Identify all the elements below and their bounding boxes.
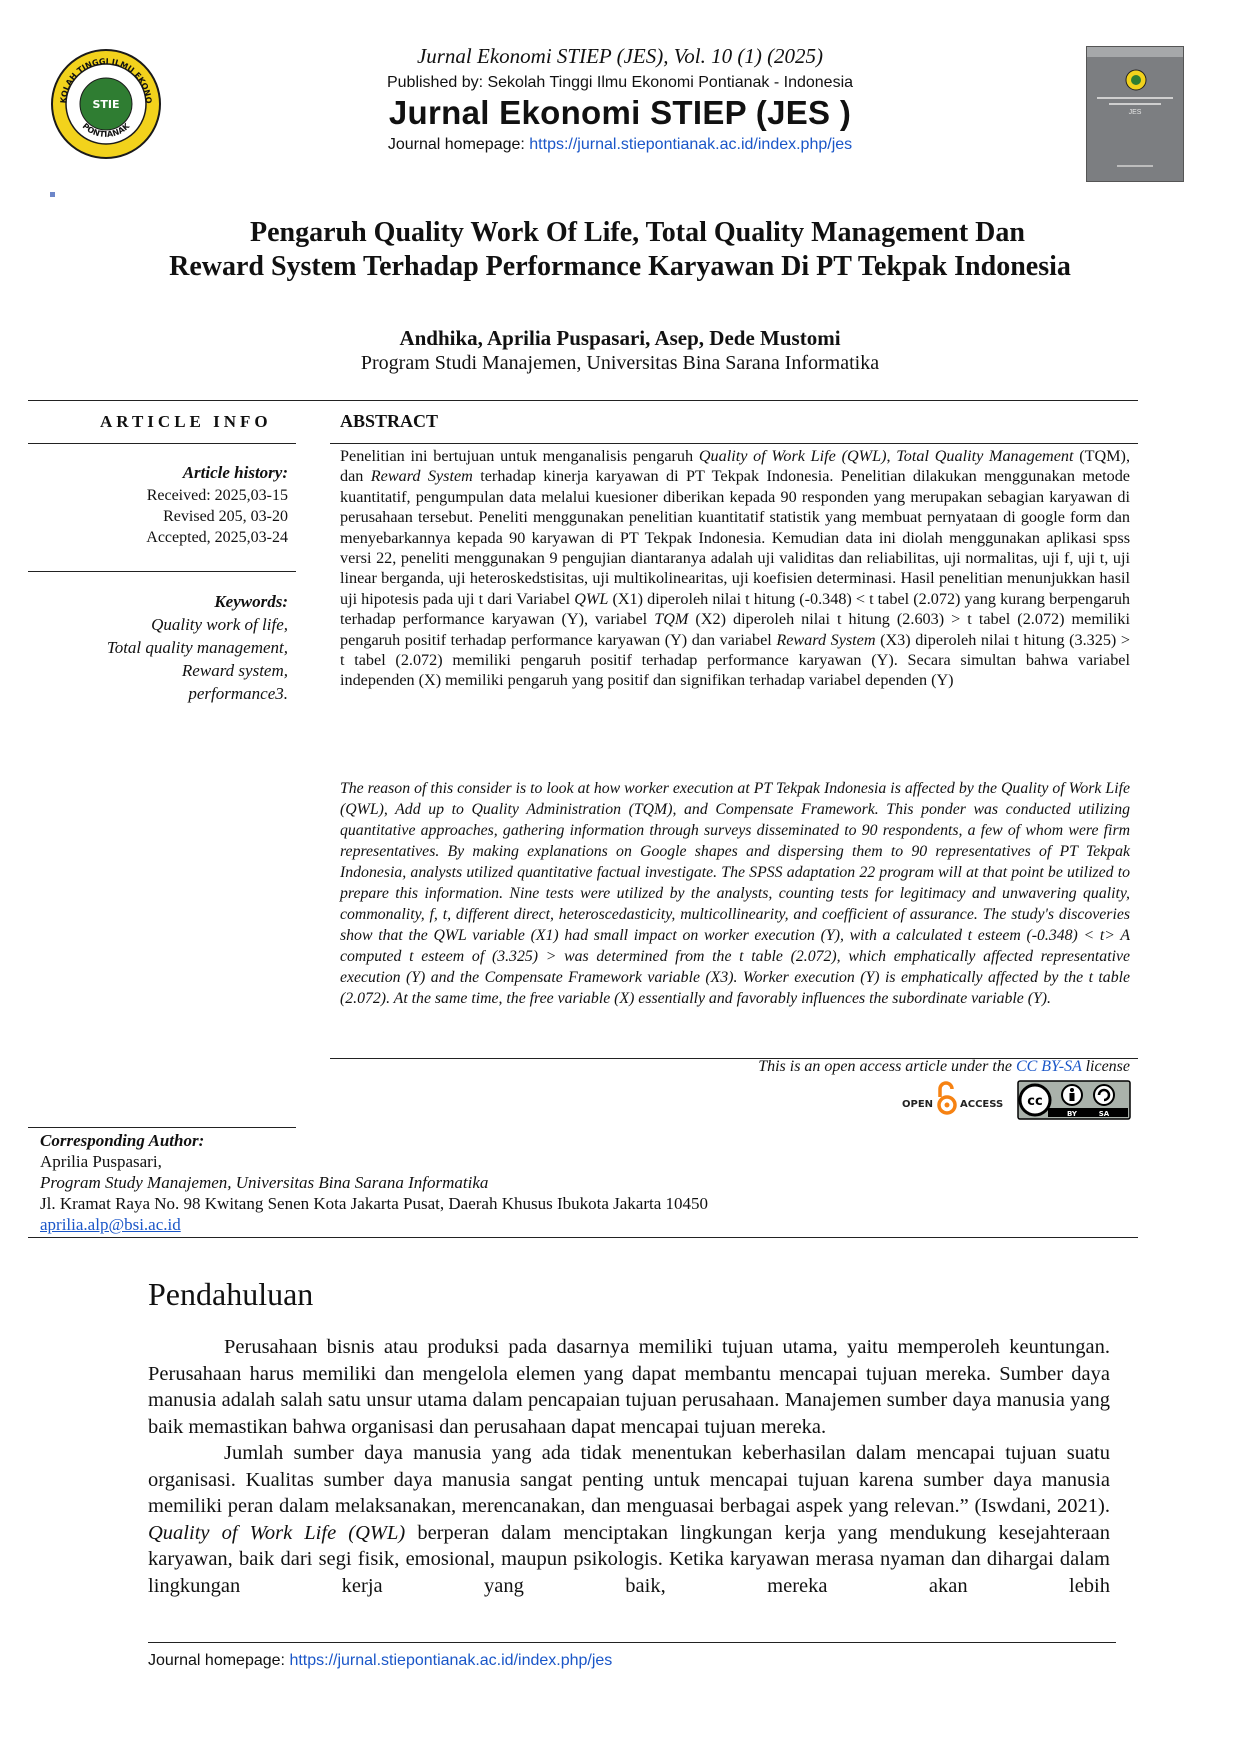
keyword: Total quality management, [106, 638, 288, 657]
svg-text:cc: cc [1027, 1094, 1042, 1109]
cover-emblem-icon [1125, 69, 1147, 91]
rule-left-2 [28, 571, 296, 572]
footer-link[interactable]: https://jurnal.stiepontianak.ac.id/index… [289, 1652, 613, 1669]
abstract-english: The reason of this consider is to look a… [340, 778, 1130, 1009]
rule-left-1 [28, 443, 296, 444]
abstract-text: (X2) diperoleh nilai t hitung (2.603) > … [340, 610, 1130, 649]
svg-text:ACCESS: ACCESS [960, 1099, 1003, 1110]
abstract-term: Reward System [370, 467, 473, 486]
abstract-indonesian: Penelitian ini bertujuan untuk menganali… [340, 446, 1130, 691]
body-text: Perusahaan bisnis atau produksi pada das… [148, 1334, 1110, 1599]
affiliation: Program Studi Manajemen, Universitas Bin… [360, 352, 880, 374]
license-link[interactable]: CC BY-SA [1015, 1058, 1082, 1075]
abstract-text: (X1) diperoleh nilai t hitung (-0.348) <… [340, 589, 1131, 629]
abstract-english-text: The reason of this consider is to look a… [340, 780, 1130, 1007]
license-text: This is an open access article under the [758, 1058, 1016, 1075]
body-paragraph: Perusahaan bisnis atau produksi pada das… [148, 1336, 1110, 1438]
section-heading: Pendahuluan [148, 1276, 314, 1312]
rule-abstract [330, 443, 1138, 444]
keywords: Keywords: Quality work of life, Total qu… [40, 590, 288, 705]
authors: Andhika, Aprilia Puspasari, Asep, Dede M… [399, 326, 841, 350]
abstract-term: Total Quality Management [896, 447, 1074, 465]
corresponding-label: Corresponding Author: [40, 1131, 205, 1150]
body-paragraph: Jumlah sumber daya manusia yang ada tida… [148, 1440, 1110, 1599]
rule-corresponding-end [28, 1237, 1138, 1238]
cover-label: JES [1128, 109, 1142, 116]
corresponding-author: Corresponding Author: Aprilia Puspasari,… [40, 1130, 1040, 1235]
abstract-text: Penelitian ini bertujuan untuk menganali… [340, 447, 699, 465]
paper-title: Pengaruh Quality Work Of Life, Total Qua… [100, 216, 1140, 284]
abstract-text: (TQM), dan [340, 447, 1130, 486]
journal-volume-line: Jurnal Ekonomi STIEP (JES), Vol. 10 (1) … [416, 44, 824, 68]
abstract-text: , [886, 447, 897, 465]
marker-dot [50, 192, 55, 197]
article-info-heading: ARTICLE INFO [100, 412, 272, 431]
keyword: Reward system, [181, 661, 288, 680]
corresponding-name: Aprilia Puspasari, [40, 1152, 162, 1171]
abstract-term: QWL [574, 589, 609, 608]
journal-homepage: Journal homepage: https://jurnal.stiepon… [0, 136, 1240, 154]
abstract-term: TQM [654, 610, 689, 629]
body-term: Quality of Work Life (QWL) [148, 1521, 406, 1544]
abstract-heading: ABSTRACT [340, 411, 439, 431]
cc-by-sa-icon: cc BY SA [1017, 1080, 1131, 1120]
abstract-text: (X3) diperoleh nilai t hitung (3.325) > … [340, 630, 1130, 690]
svg-text:OPEN: OPEN [902, 1099, 933, 1110]
journal-cover-thumbnail: JES [1086, 46, 1184, 182]
license-suffix: license [1081, 1058, 1130, 1075]
body-text-run: berperan dalam menciptakan lingkungan ke… [148, 1521, 1110, 1597]
rule-left-3 [28, 1127, 296, 1128]
svg-text:SA: SA [1099, 1110, 1110, 1118]
keyword: performance3. [188, 684, 288, 703]
institution-logo: SEKOLAH TINGGI ILMU EKONOMI PONTIANAK ST… [50, 48, 161, 159]
license-badges: OPEN ACCESS cc BY SA [902, 1080, 1131, 1120]
corresponding-email[interactable]: aprilia.alp@bsi.ac.id [40, 1215, 181, 1234]
article-history: Article history: Received: 2025,03-15 Re… [40, 462, 288, 548]
journal-name: Jurnal Ekonomi STIEP (JES ) [388, 94, 852, 131]
footer-homepage: Journal homepage: https://jurnal.stiepon… [148, 1652, 612, 1670]
title-line-2: Reward System Terhadap Performance Karya… [169, 251, 1071, 282]
publisher-line: Published by: Sekolah Tinggi Ilmu Ekonom… [386, 74, 854, 91]
license-notice: This is an open access article under the… [600, 1058, 1130, 1076]
corresponding-program: Program Study Manajemen, Universitas Bin… [40, 1173, 489, 1192]
received-date: Received: 2025,03-15 [146, 487, 288, 504]
corresponding-address: Jl. Kramat Raya No. 98 Kwitang Senen Kot… [40, 1194, 709, 1213]
history-label: Article history: [182, 463, 288, 482]
homepage-label: Journal homepage: [387, 136, 530, 153]
keywords-label: Keywords: [214, 592, 288, 611]
footer-label: Journal homepage: [148, 1652, 290, 1669]
abstract-term: Quality of Work Life (QWL) [698, 447, 887, 465]
rule-abstract-end [330, 1058, 1138, 1059]
homepage-link[interactable]: https://jurnal.stiepontianak.ac.id/index… [529, 136, 853, 153]
svg-text:BY: BY [1067, 1110, 1078, 1118]
accepted-date: Accepted, 2025,03-24 [146, 529, 288, 546]
rule-top [28, 400, 1138, 401]
keyword: Quality work of life, [151, 615, 288, 634]
open-access-icon: OPEN ACCESS [902, 1081, 1003, 1115]
revised-date: Revised 205, 03-20 [163, 508, 288, 525]
abstract-term: Reward System [776, 630, 876, 649]
body-text-run: Jumlah sumber daya manusia yang ada tida… [148, 1442, 1110, 1517]
svg-text:STIE: STIE [92, 98, 119, 111]
rule-footer [148, 1642, 1116, 1643]
title-line-1: Pengaruh Quality Work Of Life, Total Qua… [250, 217, 1025, 248]
abstract-text: terhadap kinerja karyawan di PT Tekpak I… [340, 467, 1130, 608]
